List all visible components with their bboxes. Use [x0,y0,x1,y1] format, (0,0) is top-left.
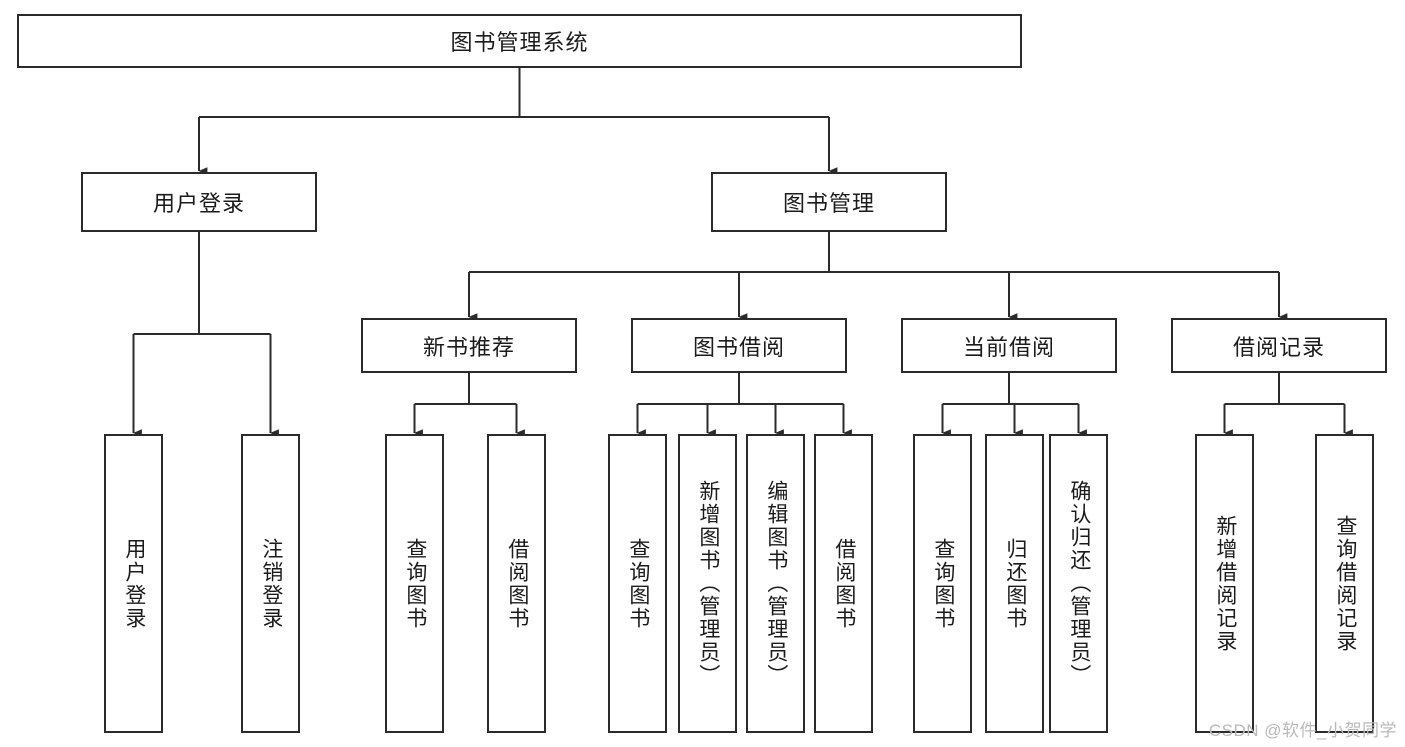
node-leaf-query-book-borrow[interactable]: 查询图书 [608,434,667,733]
node-label-leaf-user-login: 用户登录 [122,537,146,630]
node-book-manage[interactable]: 图书管理 [711,172,947,232]
node-leaf-borrow-book[interactable]: 借阅图书 [814,434,873,733]
node-label-leaf-user-logout: 注销登录 [259,537,283,630]
node-label-leaf-edit-book-admin: 编辑图书（管理员） [764,480,788,687]
node-label-leaf-borrow-book: 借阅图书 [832,537,856,630]
node-label-leaf-return-book: 归还图书 [1003,537,1027,630]
node-leaf-query-borrow-record[interactable]: 查询借阅记录 [1315,434,1374,733]
node-leaf-confirm-return-admin[interactable]: 确认归还（管理员） [1049,434,1108,733]
node-label-current-borrow: 当前借阅 [962,334,1055,360]
node-label-leaf-add-book-admin: 新增图书（管理员） [696,480,720,687]
node-label-leaf-add-borrow-record: 新增借阅记录 [1213,514,1237,653]
node-label-leaf-query-borrow-record: 查询借阅记录 [1333,514,1357,653]
node-user-login[interactable]: 用户登录 [81,172,317,232]
node-book-borrow[interactable]: 图书借阅 [631,318,847,373]
node-current-borrow[interactable]: 当前借阅 [901,318,1117,373]
node-label-leaf-confirm-return-admin: 确认归还（管理员） [1067,480,1091,687]
node-label-book-manage: 图书管理 [782,191,875,216]
node-leaf-query-book-rec[interactable]: 查询图书 [385,434,444,733]
connector-lines [132,68,1353,437]
node-leaf-return-book[interactable]: 归还图书 [985,434,1044,733]
node-leaf-add-borrow-record[interactable]: 新增借阅记录 [1195,434,1254,733]
node-label-leaf-borrow-book-rec: 借阅图书 [505,537,529,630]
node-root[interactable]: 图书管理系统 [17,14,1022,68]
node-label-new-book-recommend: 新书推荐 [422,334,515,360]
node-label-user-login: 用户登录 [152,191,245,216]
node-label-book-borrow: 图书借阅 [692,334,785,360]
node-leaf-query-book-cur[interactable]: 查询图书 [913,434,972,733]
node-leaf-edit-book-admin[interactable]: 编辑图书（管理员） [746,434,805,733]
node-label-borrow-record: 借阅记录 [1232,334,1325,360]
node-label-leaf-query-book-rec: 查询图书 [403,537,427,630]
node-label-leaf-query-book-cur: 查询图书 [931,537,955,630]
node-new-book-recommend[interactable]: 新书推荐 [361,318,577,373]
node-leaf-user-logout[interactable]: 注销登录 [241,434,300,733]
node-borrow-record[interactable]: 借阅记录 [1171,318,1387,373]
node-label-leaf-query-book-borrow: 查询图书 [626,537,650,630]
node-leaf-borrow-book-rec[interactable]: 借阅图书 [487,434,546,733]
node-label-root: 图书管理系统 [450,30,589,55]
node-leaf-user-login[interactable]: 用户登录 [104,434,163,733]
node-leaf-add-book-admin[interactable]: 新增图书（管理员） [678,434,737,733]
